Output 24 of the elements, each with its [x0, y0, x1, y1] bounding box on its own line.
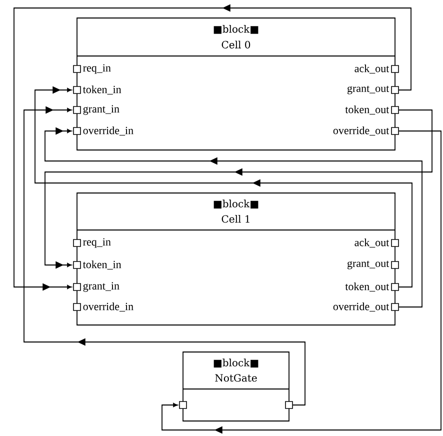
node-label: req_in [83, 238, 111, 248]
connector-arrow [34, 86, 412, 288]
node-label: token_in [82, 85, 122, 95]
node-label: override_in [83, 302, 134, 312]
connector-arrow [44, 110, 432, 269]
node-label: grant_out [347, 86, 390, 94]
node-label: ack_out [354, 238, 390, 248]
node-label: ack_out [354, 64, 390, 74]
connector-arrow [14, 4, 412, 291]
connector-arrow [162, 130, 442, 434]
connector-arrow [44, 127, 422, 308]
port-square [285, 401, 293, 409]
node-label: req_in [83, 64, 111, 74]
node-label: override_in [83, 126, 134, 136]
node-label: token_in [82, 260, 122, 270]
node-label: override_out [333, 302, 390, 312]
connector-arrow [24, 106, 306, 406]
node-label: token_out [345, 105, 390, 115]
port-square [179, 401, 187, 409]
node-label: grant_in [83, 105, 120, 115]
node-label: token_out [345, 282, 390, 292]
block-box: ■block■ NotGate [182, 352, 290, 422]
node-label: grant_in [83, 282, 120, 292]
node-label: grant_out [347, 260, 390, 270]
